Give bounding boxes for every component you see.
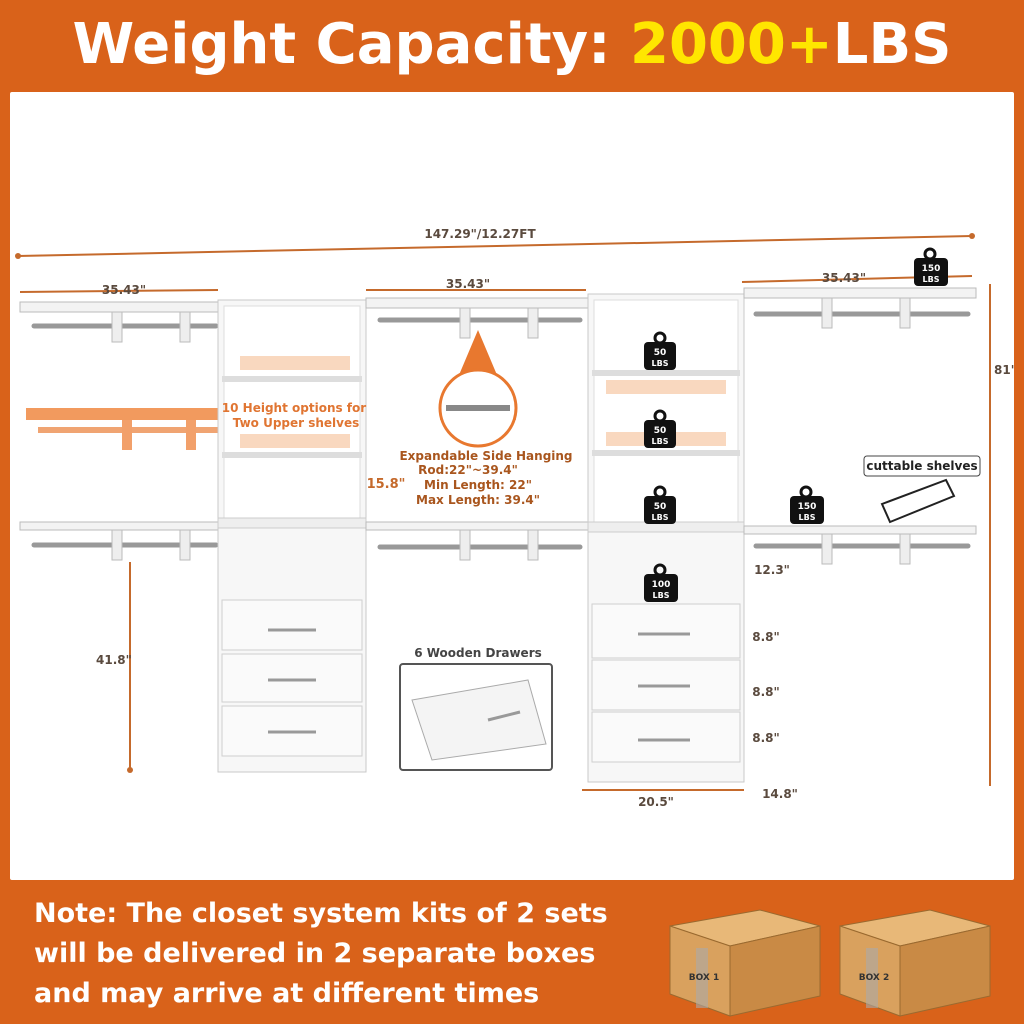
note-line1: Note: The closet system kits of 2 sets (34, 898, 608, 929)
note-line3: and may arrive at different times (34, 978, 540, 1009)
title-prefix: Weight Capacity: (72, 12, 611, 77)
svg-text:150: 150 (922, 264, 941, 274)
box-2-label: BOX 2 (859, 973, 890, 983)
svg-text:LBS: LBS (923, 275, 940, 284)
hanging-title: Expandable Side Hanging (399, 449, 572, 463)
note-line2: will be delivered in 2 separate boxes (34, 938, 596, 969)
shelf-mid-label: 35.43" (446, 277, 490, 291)
product-diagram-panel: 147.29"/12.27FT 35.43" 35.43" 35.43" 81"… (10, 92, 1017, 880)
box-2-icon: BOX 2 (839, 909, 991, 1017)
weight-badge-50-b: 50 LBS (644, 409, 676, 448)
hanging-max: Max Length: 39.4" (416, 493, 540, 507)
shelf-right-label: 35.43" (822, 271, 866, 285)
svg-text:50: 50 (654, 348, 667, 358)
title-suffix: LBS (832, 12, 952, 77)
svg-text:LBS: LBS (653, 591, 670, 600)
svg-text:LBS: LBS (652, 359, 669, 368)
weight-badge-100: 100 LBS (644, 563, 678, 602)
title-banner: Weight Capacity: 2000+LBS (0, 0, 1024, 92)
drawer (591, 659, 741, 711)
height-options-line1: 10 Height options for (222, 401, 366, 415)
weight-badge-50-a: 50 LBS (644, 331, 676, 370)
adjustable-shelf-ghost (26, 408, 220, 420)
cuttable-label: cuttable shelves (866, 459, 977, 473)
drawer (221, 599, 363, 651)
svg-text:LBS: LBS (652, 437, 669, 446)
drawer (591, 711, 741, 763)
weight-badge-50-c: 50 LBS (644, 485, 676, 524)
total-width-label: 147.29"/12.27FT (424, 227, 536, 241)
lower-height-label: 41.8" (96, 653, 132, 667)
drawer-h3-label: 8.8" (752, 731, 780, 745)
box-1-icon: BOX 1 (669, 909, 821, 1017)
shelf-depth-label: 12.3" (754, 563, 790, 577)
footer-banner: Note: The closet system kits of 2 sets w… (0, 880, 1024, 1024)
svg-text:150: 150 (798, 502, 817, 512)
cuttable-badge (863, 455, 981, 477)
drawers-label: 6 Wooden Drawers (414, 646, 542, 660)
svg-text:100: 100 (652, 580, 671, 590)
weight-badge-150-right: 150 LBS (790, 485, 824, 524)
tower-width-label: 20.5" (638, 795, 674, 809)
height-options-line2: Two Upper shelves (233, 416, 360, 430)
title-highlight: 2000+ (630, 12, 833, 77)
svg-text:50: 50 (654, 426, 667, 436)
tower-depth-label: 14.8" (762, 787, 798, 801)
drawer-h2-label: 8.8" (752, 685, 780, 699)
boxes-illustration: BOX 1 BOX 2 (669, 909, 991, 1017)
drawer-h1-label: 8.8" (752, 630, 780, 644)
saw-icon (880, 478, 956, 524)
svg-text:LBS: LBS (799, 513, 816, 522)
svg-text:50: 50 (654, 502, 667, 512)
drawer (591, 603, 741, 659)
hanging-min: Min Length: 22" (424, 478, 532, 492)
left-upper-shelf (19, 301, 221, 313)
drawer (221, 653, 363, 703)
shelf-left-label: 35.43" (102, 283, 146, 297)
svg-text:LBS: LBS (652, 513, 669, 522)
page-title: Weight Capacity: 2000+LBS (0, 12, 1024, 77)
weight-badge-150-top: 150 LBS (914, 247, 948, 286)
hanging-rod: Rod:22"~39.4" (418, 463, 518, 477)
tower-gap-label: 15.8" (367, 477, 406, 492)
closet-diagram: 147.29"/12.27FT 35.43" 35.43" 35.43" 81"… (15, 227, 1017, 809)
delivery-note: Note: The closet system kits of 2 sets w… (34, 894, 654, 1014)
total-width-line (17, 235, 973, 257)
box-1-label: BOX 1 (689, 973, 720, 983)
height-total-label: 81" (994, 363, 1014, 377)
